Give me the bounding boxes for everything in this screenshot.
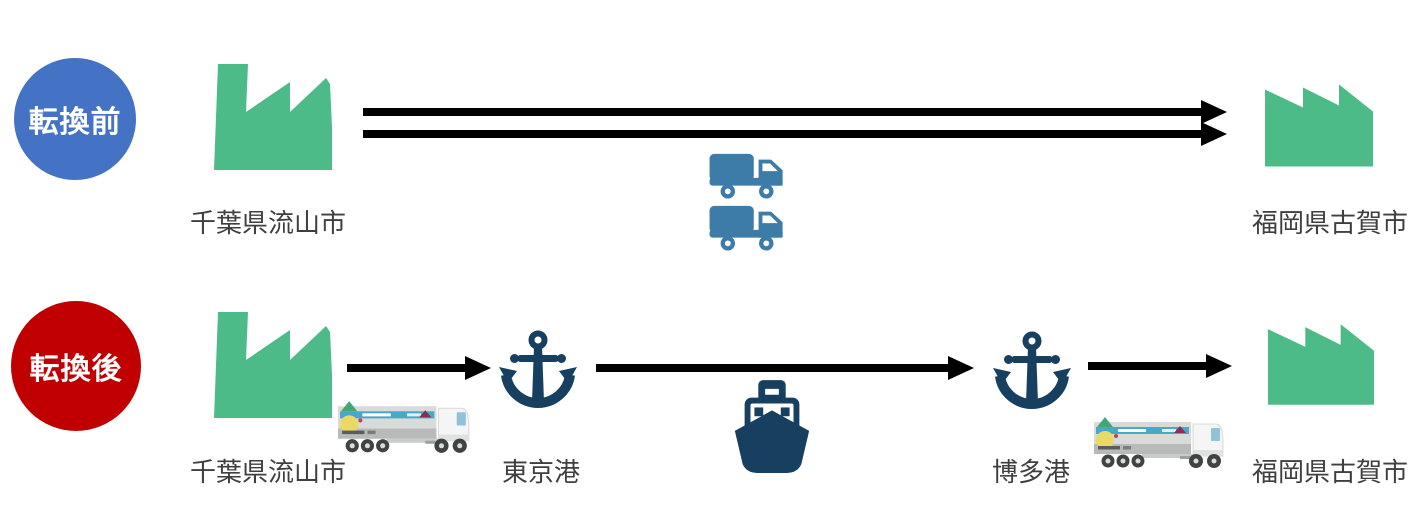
- truck-icon: [706, 202, 790, 252]
- badge-before: 転換前: [14, 58, 136, 180]
- anchor-icon: [498, 328, 578, 410]
- trailer-truck-image: [1092, 412, 1232, 472]
- before-origin-label: 千葉県流山市: [189, 208, 346, 238]
- after-port-departure-label: 東京港: [501, 457, 580, 487]
- badge-after: 転換後: [11, 301, 141, 431]
- factory-icon: [208, 60, 332, 170]
- before-arrow-bottom: [363, 130, 1201, 138]
- factory-icon: [208, 308, 332, 418]
- truck-icon: [706, 150, 790, 200]
- after-destination-label: 福岡県古賀市: [1251, 457, 1408, 487]
- after-arrow-sea-route: [596, 364, 948, 372]
- before-arrow-top: [363, 108, 1201, 116]
- after-origin-label: 千葉県流山市: [189, 457, 346, 487]
- after-arrow-origin-to-port: [347, 364, 465, 372]
- anchor-icon: [992, 329, 1072, 411]
- before-destination-label: 福岡県古賀市: [1251, 208, 1408, 238]
- trailer-truck-image: [336, 396, 478, 457]
- after-arrow-port-to-destination: [1088, 362, 1206, 370]
- badge-after-label: 転換後: [29, 353, 123, 386]
- after-port-arrival-label: 博多港: [991, 457, 1070, 487]
- factory-icon: [1263, 80, 1375, 168]
- factory-icon: [1266, 321, 1376, 405]
- ship-icon: [728, 378, 816, 476]
- badge-before-label: 転換前: [28, 106, 122, 139]
